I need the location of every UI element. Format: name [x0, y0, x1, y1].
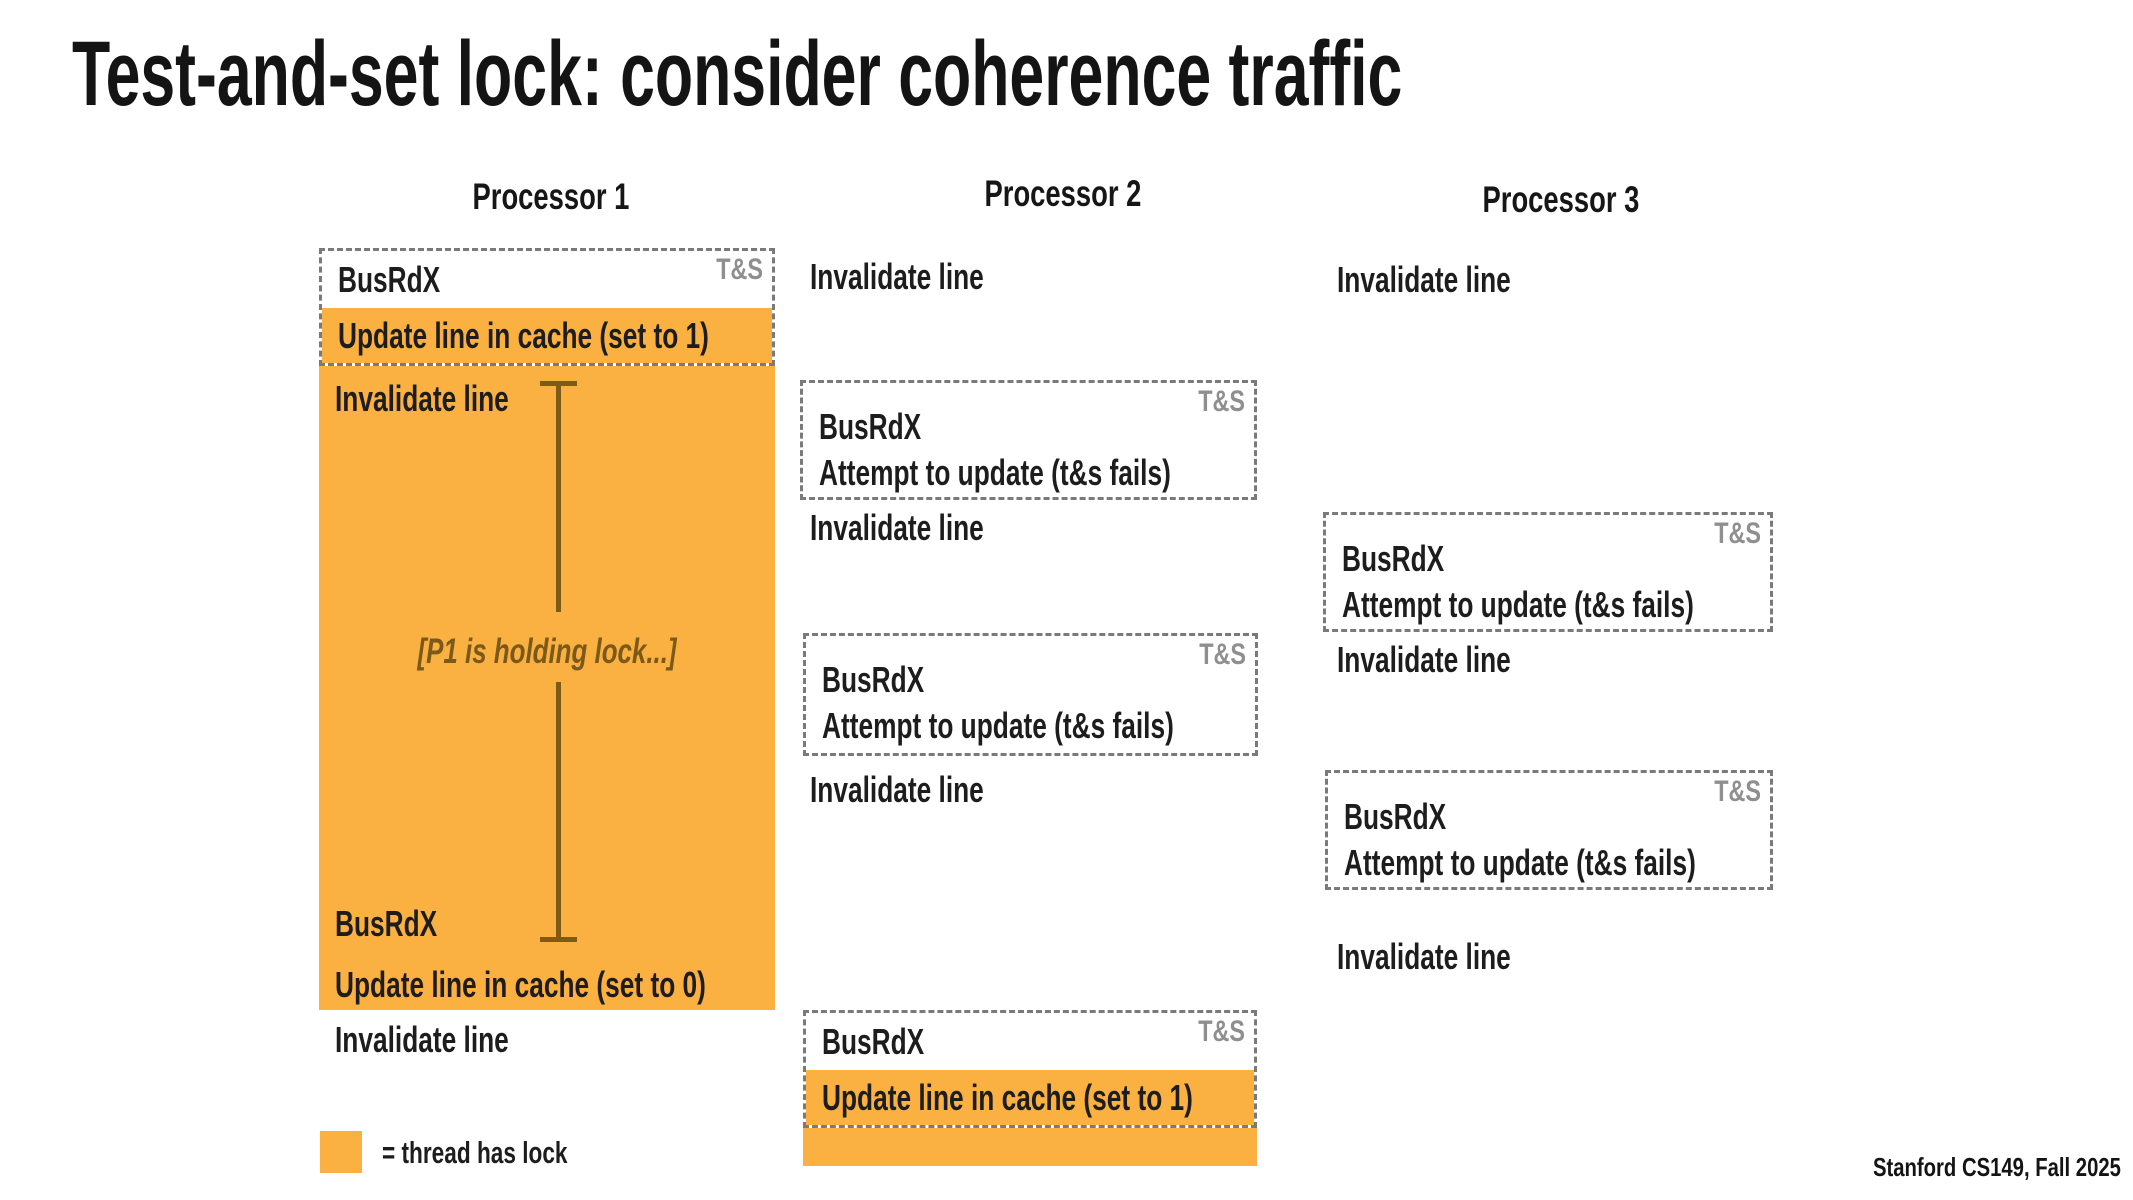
p1-busrdx-row: BusRdX: [338, 258, 441, 300]
column-header-processor-3: Processor 3: [1482, 179, 1640, 220]
legend-swatch: [320, 1131, 362, 1173]
lock-hold-bracket-upper-line: [556, 381, 561, 612]
p1-lock-held-block: Invalidate line [P1 is holding lock...] …: [319, 366, 775, 1010]
p1-busrdx2-label: BusRdX: [335, 903, 438, 944]
invalidate-line-label: Invalidate line: [810, 769, 984, 810]
p2-tas-event-box-2: T&S BusRdX Attempt to update (t&s fails): [803, 633, 1258, 756]
p2-tas-event-box-3: T&S BusRdX Update line in cache (set to …: [803, 1010, 1257, 1128]
lock-hold-bracket-bottom-cap: [540, 937, 577, 942]
tas-tag: T&S: [1198, 385, 1245, 418]
p2-busrdx-label: BusRdX: [822, 659, 925, 700]
lock-hold-bracket-lower-line: [556, 682, 561, 937]
invalidate-line-label: Invalidate line: [335, 1019, 509, 1060]
invalidate-line-label: Invalidate line: [1337, 936, 1511, 977]
p2-attempt-label: Attempt to update (t&s fails): [819, 452, 1171, 493]
invalidate-line-label: Invalidate line: [335, 378, 509, 419]
invalidate-line-label: Invalidate line: [810, 256, 984, 297]
tas-tag: T&S: [1714, 775, 1761, 808]
slide-title: Test-and-set lock: consider coherence tr…: [72, 26, 2028, 123]
invalidate-line-label: Invalidate line: [1337, 259, 1511, 300]
holding-lock-label: [P1 is holding lock...]: [417, 632, 677, 671]
legend-label: = thread has lock: [382, 1135, 568, 1170]
p2-busrdx-label: BusRdX: [819, 406, 922, 447]
tas-tag: T&S: [716, 253, 763, 286]
invalidate-line-label: Invalidate line: [810, 507, 984, 548]
p2-attempt-label: Attempt to update (t&s fails): [822, 705, 1174, 746]
p2-lock-held-strip: [803, 1128, 1257, 1166]
p3-busrdx-label: BusRdX: [1342, 538, 1445, 579]
p3-attempt-label: Attempt to update (t&s fails): [1342, 584, 1694, 625]
slide-title-text: Test-and-set lock: consider coherence tr…: [72, 23, 1403, 125]
p2-tas-event-box-1: T&S BusRdX Attempt to update (t&s fails): [800, 380, 1257, 500]
tas-tag: T&S: [1714, 517, 1761, 550]
footer-credit: Stanford CS149, Fall 2025: [1873, 1152, 2121, 1182]
p3-tas-event-box-2: T&S BusRdX Attempt to update (t&s fails): [1325, 770, 1773, 890]
column-header-processor-2: Processor 2: [984, 173, 1142, 214]
p1-tas-event-box: T&S BusRdX Update line in cache (set to …: [319, 248, 775, 366]
tas-tag: T&S: [1199, 638, 1246, 671]
p2-busrdx-row: BusRdX: [822, 1020, 925, 1062]
column-header-processor-1: Processor 1: [472, 176, 630, 217]
invalidate-line-label: Invalidate line: [1337, 639, 1511, 680]
p1-update-set0-label: Update line in cache (set to 0): [335, 964, 706, 1005]
p3-tas-event-box-1: T&S BusRdX Attempt to update (t&s fails): [1323, 512, 1773, 632]
p3-busrdx-label: BusRdX: [1344, 796, 1447, 837]
tas-tag: T&S: [1198, 1015, 1245, 1048]
p1-update-set1-row: Update line in cache (set to 1): [322, 308, 772, 363]
p2-update-set1-row: Update line in cache (set to 1): [806, 1070, 1254, 1125]
p3-attempt-label: Attempt to update (t&s fails): [1344, 842, 1696, 883]
